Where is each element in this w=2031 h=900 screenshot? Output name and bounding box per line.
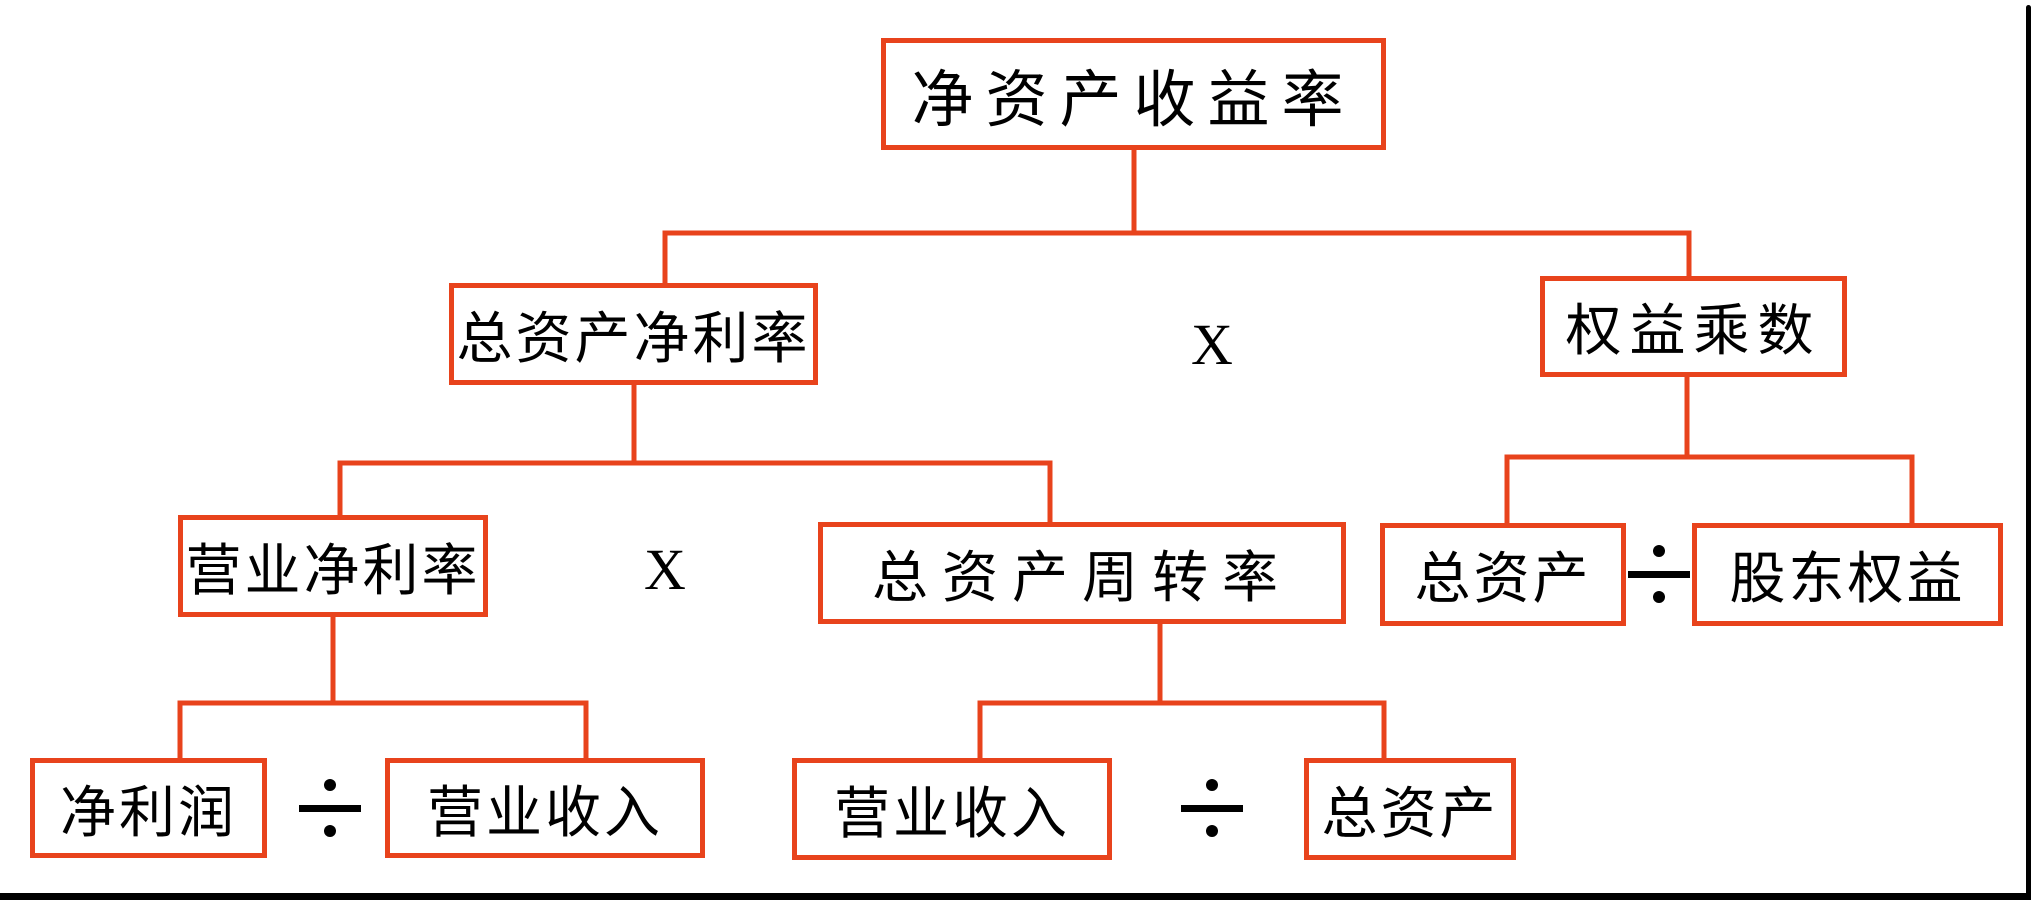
connector-level4-branch-left [177, 700, 589, 758]
multiply-operator-level2: X [1191, 312, 1233, 377]
frame-right-edge [2026, 5, 2031, 900]
node-total-asset-net-margin: 总资产净利率 [449, 283, 818, 385]
node-operating-net-margin: 营业净利率 [178, 515, 488, 617]
node-total-asset-turnover: 总资产周转率 [818, 522, 1346, 624]
node-shareholders-equity-label: 股东权益 [1729, 549, 1966, 611]
node-operating-revenue-left-label: 营业收入 [427, 782, 663, 845]
connector-level3-branch-left [337, 460, 1053, 522]
node-operating-revenue-mid: 营业收入 [792, 758, 1112, 860]
multiply-operator-level3: X [644, 537, 686, 602]
connector-level4-branch-mid [977, 700, 1387, 758]
node-total-assets-right: 总资产 [1380, 523, 1626, 626]
node-operating-revenue-mid-label: 营业收入 [834, 783, 1070, 846]
node-total-assets-right-label: 总资产 [1414, 549, 1592, 611]
node-operating-revenue-left: 营业收入 [385, 758, 705, 858]
node-shareholders-equity: 股东权益 [1692, 523, 2003, 626]
divide-icon-left [299, 777, 361, 839]
connector-level2-branch [662, 230, 1692, 283]
divide-icon-right [1628, 543, 1690, 605]
node-equity-multiplier: 权益乘数 [1540, 276, 1847, 377]
connector-level3-branch-right [1504, 454, 1915, 524]
node-net-profit-label: 净利润 [60, 782, 237, 845]
node-operating-net-margin-label: 营业净利率 [185, 540, 481, 603]
node-equity-multiplier-label: 权益乘数 [1565, 301, 1822, 363]
node-net-profit: 净利润 [30, 758, 267, 858]
node-total-assets-bottom-label: 总资产 [1321, 783, 1499, 846]
node-roe: 净资产收益率 [881, 38, 1386, 150]
divide-icon-mid [1181, 777, 1243, 839]
node-roe-label: 净资产收益率 [911, 67, 1356, 135]
node-total-asset-net-margin-label: 总资产净利率 [456, 308, 811, 371]
node-total-assets-bottom: 总资产 [1304, 758, 1516, 860]
node-total-asset-turnover-label: 总资产周转率 [872, 547, 1292, 610]
frame-bottom-edge [0, 893, 2031, 900]
